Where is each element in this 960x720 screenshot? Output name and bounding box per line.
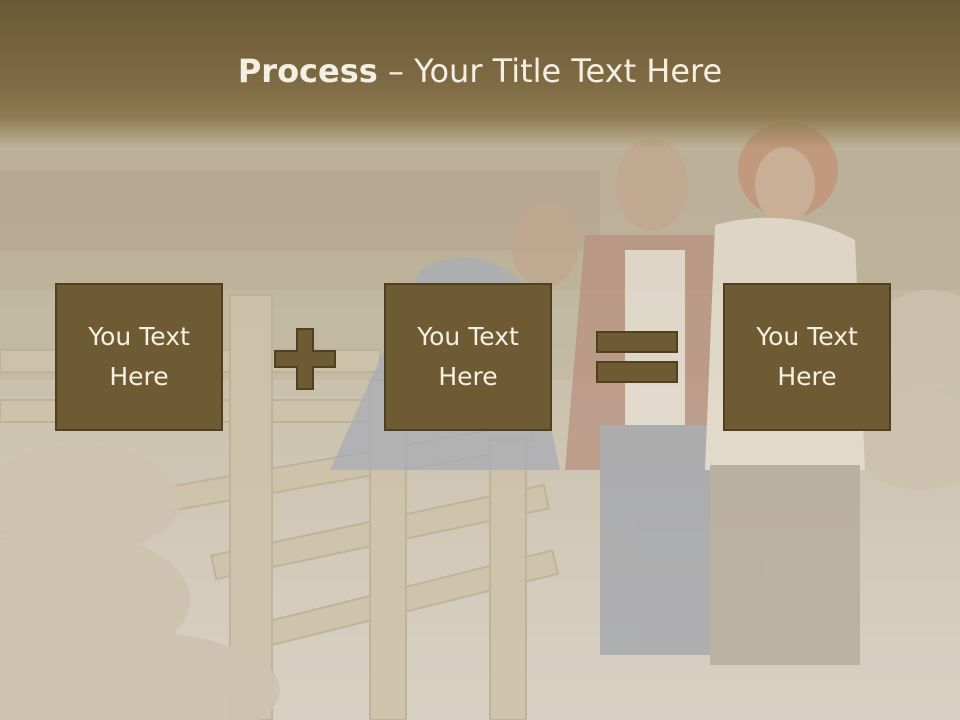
process-box-3-text: You Text Here [756, 322, 858, 391]
process-box-2-text: You Text Here [417, 322, 519, 391]
slide-title[interactable]: Process – Your Title Text Here [0, 52, 960, 90]
title-rest: – Your Title Text Here [377, 52, 723, 90]
plus-icon [274, 328, 336, 390]
process-box-1-text: You Text Here [88, 322, 190, 391]
process-box-1[interactable]: You Text Here [55, 283, 223, 431]
title-bold: Process [237, 52, 378, 90]
equals-icon [596, 331, 678, 383]
process-box-3[interactable]: You Text Here [723, 283, 891, 431]
title-bar [0, 0, 960, 150]
process-box-2[interactable]: You Text Here [384, 283, 552, 431]
